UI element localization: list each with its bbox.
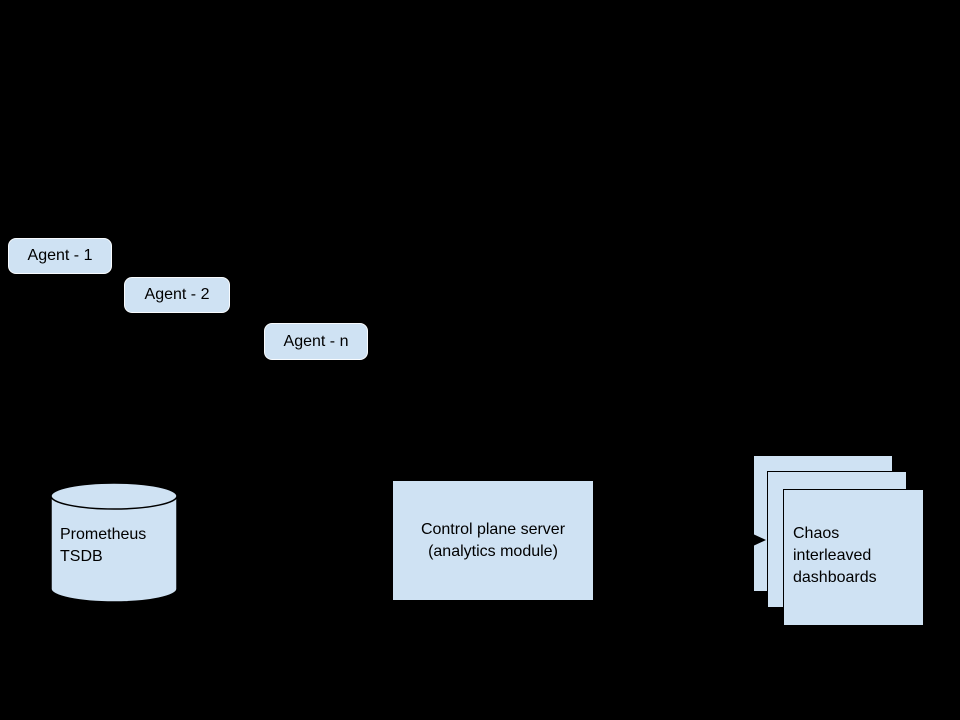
control-plane-label-line-1: Control plane server (420, 520, 566, 538)
dashboards-label-line-1: Chaos (793, 525, 840, 542)
agent-1-label: Agent - 1 (27, 247, 93, 264)
cylinder-shape-icon (50, 482, 178, 603)
dashboards-label-line-3: dashboards (793, 569, 877, 586)
tsdb-label-line-2: TSDB (60, 548, 103, 565)
dashboards-label-line-2: interleaved (793, 547, 872, 564)
tsdb-label: Prometheus TSDB (60, 524, 146, 568)
agent-2-label: Agent - 2 (144, 286, 210, 303)
control-plane-node: Control plane server (analytics module) (393, 481, 593, 600)
dashboard-page-front: Chaos interleaved dashboards (783, 489, 924, 626)
tsdb-label-line-1: Prometheus (60, 526, 147, 543)
agent-n-node: Agent - n (264, 323, 368, 360)
prometheus-tsdb-node: Prometheus TSDB (49, 482, 179, 603)
control-plane-label-line-2: (analytics module) (428, 542, 558, 560)
agent-1-node: Agent - 1 (8, 238, 112, 274)
connector-arrow-right-icon (593, 534, 766, 546)
agent-n-label: Agent - n (283, 332, 349, 350)
dashboards-label: Chaos interleaved dashboards (793, 523, 877, 589)
agent-2-node: Agent - 2 (124, 277, 230, 313)
